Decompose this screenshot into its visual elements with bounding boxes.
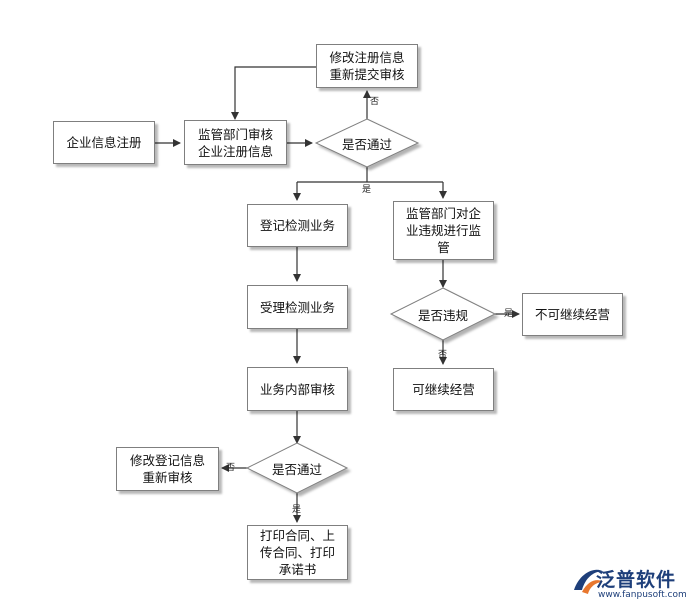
- decision-diamond-2: [245, 442, 349, 494]
- decision-diamond-1: [314, 118, 420, 168]
- node-can-continue: 可继续经营: [393, 368, 494, 411]
- node-accept-detection: 受理检测业务: [247, 285, 348, 329]
- node-cannot-continue: 不可继续经营: [522, 293, 623, 336]
- edge-label-yes-1: 是: [362, 185, 372, 195]
- fanpu-logo-icon: [574, 569, 604, 594]
- edge-modify-back-to-review: [231, 66, 316, 120]
- node-modify-registration: 修改登记信息 重新审核: [116, 447, 219, 491]
- brand-url: www.fanpusoft.com: [598, 590, 687, 600]
- edge-label-no-1: 否: [370, 97, 380, 107]
- node-register-detection: 登记检测业务: [247, 204, 348, 247]
- edge-label-yes-violation: 是: [504, 309, 514, 319]
- decision-label-violation: 是否违规: [417, 307, 468, 323]
- decision-label-1: 是否通过: [341, 136, 392, 152]
- node-modify-register: 修改注册信息 重新提交审核: [316, 44, 418, 88]
- node-supervise-violation: 监管部门对企 业违规进行监 管: [393, 201, 494, 260]
- edge-label-no-violation: 否: [438, 350, 448, 360]
- decision-diamond-violation: [389, 287, 497, 341]
- node-supervise-review: 监管部门审核 企业注册信息: [184, 120, 287, 165]
- edge-label-yes-2: 是: [292, 505, 302, 515]
- brand-logo: 泛普软件 www.fanpusoft.com: [568, 563, 692, 605]
- edge-label-no-2: 否: [226, 463, 236, 473]
- decision-label-2: 是否通过: [271, 461, 322, 477]
- brand-name: 泛普软件: [596, 569, 677, 591]
- node-print-contract: 打印合同、上 传合同、打印 承诺书: [247, 525, 348, 580]
- node-enterprise-register: 企业信息注册: [53, 121, 155, 164]
- node-internal-review: 业务内部审核: [247, 367, 348, 411]
